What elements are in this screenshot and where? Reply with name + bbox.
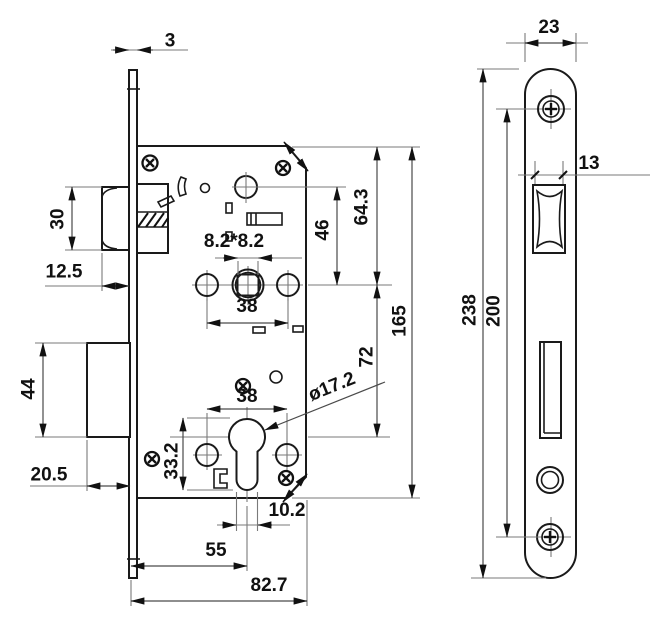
dim-label: 33.2 (162, 443, 183, 480)
handle-screw-hole-left (195, 273, 219, 297)
dim-spindle-square: 8.2*8.2 (204, 231, 302, 275)
dim-label: 13 (578, 153, 599, 174)
lever-piece (177, 175, 188, 197)
handle-screw-hole-right (276, 273, 300, 297)
latch-front (532, 184, 566, 254)
deadbolt (86, 342, 131, 438)
corner-cut-arrow-top (283, 141, 309, 172)
spindle-square-hole (236, 273, 260, 297)
dim-label: 55 (205, 540, 227, 561)
internal-parts (156, 172, 304, 489)
screw-icon (141, 154, 159, 172)
dim-label: 38 (236, 296, 257, 317)
cylinder-clip (213, 468, 228, 489)
corner-cut-arrow-bottom (282, 473, 308, 503)
dim-case-height: 165 (390, 146, 416, 499)
slot-d (292, 325, 304, 333)
dim-handle-holes-upper: 38 (206, 296, 289, 329)
dim-spindle-to-cylinder: 72 (357, 284, 381, 438)
slot-b (225, 231, 233, 242)
dim-label: 38 (236, 386, 257, 407)
dim-label: 200 (484, 295, 505, 327)
dim-label: 46 (313, 219, 334, 240)
latch-bolt (101, 183, 169, 254)
stop-bar (246, 212, 283, 226)
dim-backset: 55 (130, 506, 248, 571)
side-view: 3 30 12.5 44 20.5 (19, 31, 420, 606)
dim-plate-width: 23 (506, 17, 588, 62)
dim-label: 8.2*8.2 (204, 231, 264, 252)
dim-case-depth: 82.7 (130, 500, 308, 606)
screw-icon (277, 469, 295, 487)
faceplate-front (524, 68, 577, 579)
dim-label: ø17.2 (305, 368, 358, 406)
slot-c (252, 326, 266, 334)
dim-latch-width: 13 (518, 153, 650, 184)
dim-handle-holes-lower: 38 (206, 386, 288, 443)
dim-top-to-spindle: 64.3 (352, 146, 381, 286)
dim-label: 165 (390, 305, 411, 337)
pawl-piece (156, 194, 176, 209)
dim-label: 72 (357, 346, 378, 367)
dim-extension-lines-right (232, 146, 420, 499)
dim-latch-height: 30 (48, 186, 102, 251)
screw-icon (234, 377, 252, 395)
dim-plate-length: 238 (460, 68, 546, 579)
small-hole (269, 370, 283, 384)
fixing-hole-left (195, 443, 219, 467)
pivot-hole (199, 182, 211, 194)
dim-screw-spacing: 200 (484, 108, 541, 538)
dim-faceplate-thickness: 3 (111, 31, 188, 54)
slot-a (225, 202, 233, 214)
case-screws (141, 154, 295, 487)
dim-label: 3 (165, 31, 176, 52)
dim-label: 20.5 (31, 465, 68, 486)
dim-deadbolt-height: 44 (19, 342, 87, 438)
dim-label: 64.3 (352, 189, 373, 226)
front-view: 23 13 238 200 (460, 17, 650, 579)
dim-label: 23 (538, 17, 559, 38)
faceplate-screw-top (531, 89, 571, 129)
fixing-hole-right (275, 443, 299, 467)
dim-latch-protrusion: 12.5 (45, 253, 130, 291)
dim-label: 10.2 (269, 500, 306, 521)
dim-cylinder-lobe-width: 10.2 (217, 492, 305, 531)
dim-label: 238 (460, 294, 481, 326)
dim-nut-to-spindle: 46 (313, 186, 341, 286)
dim-cylinder-hole-height: 33.2 (162, 417, 233, 491)
screw-icon (274, 159, 292, 177)
latch-spring-hatch (137, 212, 169, 228)
screw-icon (143, 450, 161, 468)
dim-label: 44 (19, 378, 40, 400)
dim-deadbolt-protrusion: 20.5 (30, 440, 131, 491)
spindle-hub (192, 266, 303, 305)
dim-label: 82.7 (251, 575, 288, 596)
dim-label: 12.5 (46, 262, 83, 283)
deadbolt-front (539, 341, 562, 439)
cylinder-front (536, 466, 564, 494)
dim-label: 30 (48, 208, 69, 229)
